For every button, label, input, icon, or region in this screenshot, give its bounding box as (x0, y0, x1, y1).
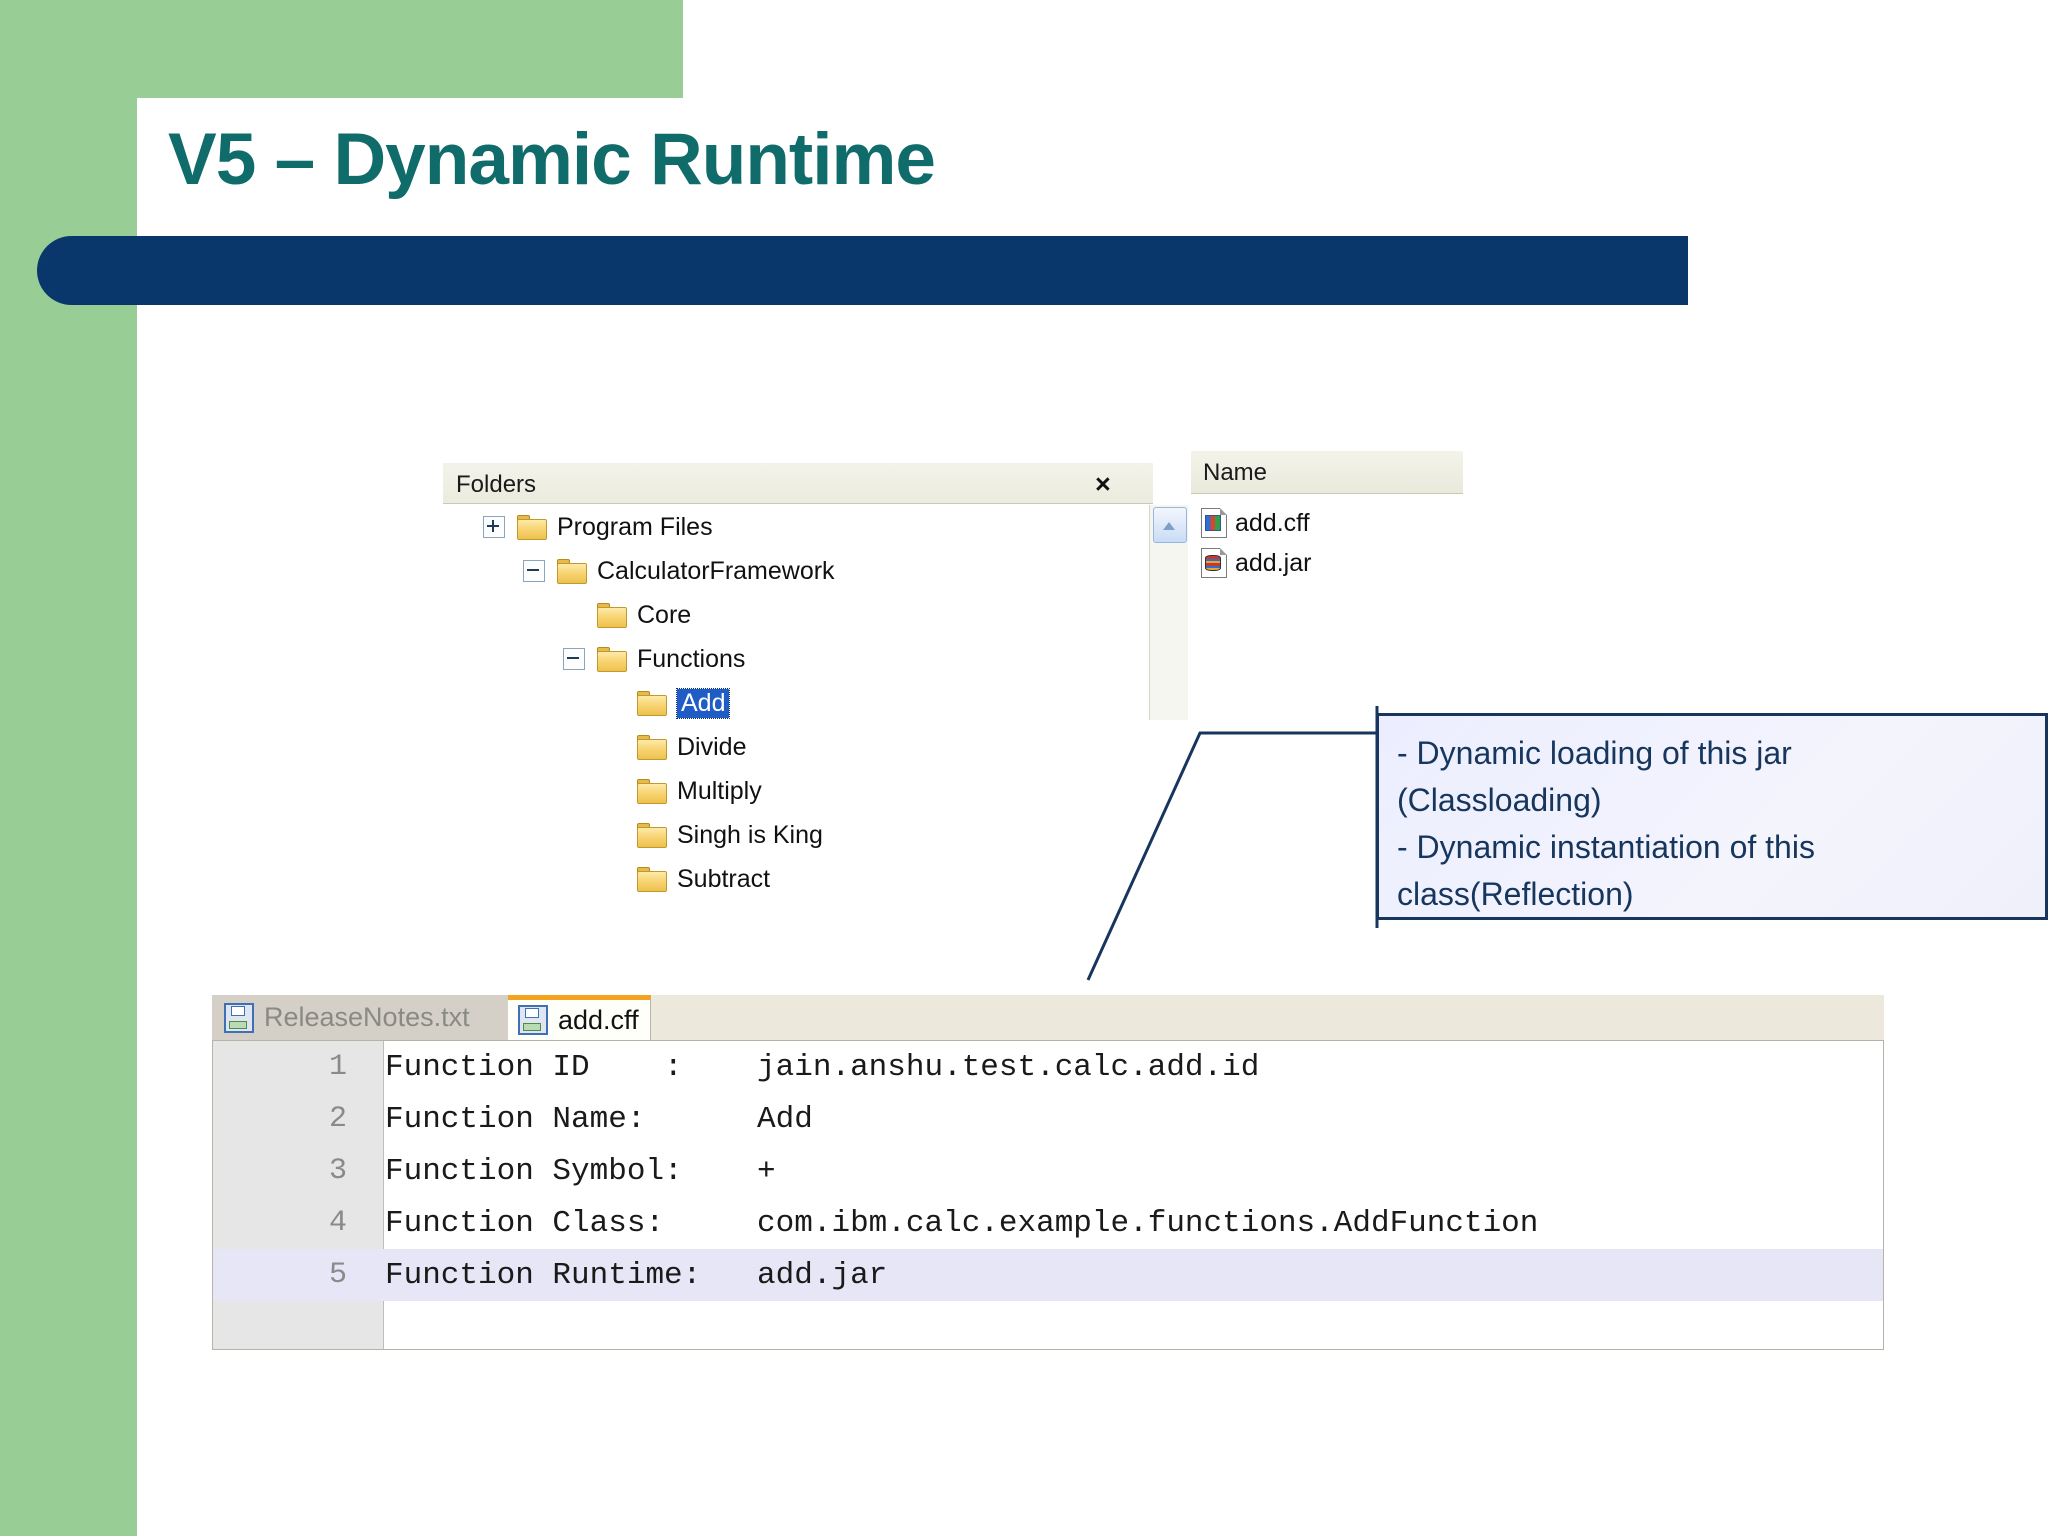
collapse-minus-icon[interactable] (523, 560, 545, 582)
tree-item-label: Functions (637, 644, 746, 673)
editor-tab-label: add.cff (558, 1004, 639, 1035)
tree-item-label: Multiply (677, 776, 762, 805)
tree-item[interactable]: Divide (443, 725, 1133, 769)
line-number: 4 (328, 1206, 347, 1240)
page-title: V5 – Dynamic Runtime (168, 119, 936, 200)
folders-pane-header: Folders (443, 463, 1153, 504)
code-text: Function Runtime: add.jar (385, 1257, 888, 1293)
tree-item[interactable]: Program Files (443, 505, 1133, 549)
tree-item-label: Add (675, 687, 731, 719)
green-left-band (0, 0, 137, 1536)
code-editor: ReleaseNotes.txt add.cff 1 Function ID : j… (212, 995, 1884, 1350)
folders-pane-title: Folders (456, 471, 537, 498)
line-number: 2 (328, 1102, 347, 1136)
callout-box: - Dynamic loading of this jar (Classloadi… (1376, 713, 2048, 920)
tree-item[interactable]: Add (443, 681, 1133, 725)
folder-icon (637, 735, 667, 760)
file-name-label: add.jar (1235, 548, 1312, 577)
file-list-item[interactable]: add.cff (1201, 503, 1463, 543)
file-list-item[interactable]: add.jar (1201, 543, 1463, 583)
save-file-icon (224, 1002, 254, 1033)
cff-file-icon (1201, 508, 1227, 538)
code-line[interactable]: 1 Function ID : jain.anshu.test.calc.add.… (213, 1041, 1883, 1093)
callout-text: - Dynamic loading of this jar (Classloadi… (1379, 716, 2045, 932)
editor-tab[interactable]: add.cff (508, 995, 651, 1040)
tree-item-label: Subtract (677, 864, 771, 893)
tree-item[interactable]: CalculatorFramework (443, 549, 1133, 593)
folder-icon (557, 559, 587, 584)
code-view[interactable]: 1 Function ID : jain.anshu.test.calc.add.… (212, 1040, 1884, 1350)
save-file-icon (518, 1005, 548, 1035)
tree-item-label: Core (637, 600, 692, 629)
editor-tab-label: ReleaseNotes.txt (264, 1002, 470, 1032)
line-number: 1 (328, 1050, 347, 1084)
code-line[interactable]: 4 Function Class: com.ibm.calc.example.fu… (213, 1197, 1883, 1249)
folder-icon (637, 691, 667, 716)
tree-item[interactable]: Functions (443, 637, 1133, 681)
code-text: Function Name: Add (385, 1101, 813, 1137)
jar-file-icon (1201, 548, 1227, 578)
folder-icon (637, 867, 667, 892)
code-lines[interactable]: 1 Function ID : jain.anshu.test.calc.add.… (213, 1041, 1883, 1301)
callout-line: - Dynamic instantiation of this (1397, 829, 1815, 865)
code-line[interactable]: 2 Function Name: Add (213, 1093, 1883, 1145)
expand-plus-icon[interactable] (483, 516, 505, 538)
code-line[interactable]: 5 Function Runtime: add.jar (213, 1249, 1883, 1301)
callout-line: (Classloading) (1397, 782, 1602, 818)
tree-item[interactable]: Subtract (443, 857, 1133, 901)
file-name-label: add.cff (1235, 508, 1310, 537)
name-column-label: Name (1203, 459, 1268, 486)
tree-item[interactable]: Multiply (443, 769, 1133, 813)
code-text: Function ID : jain.anshu.test.calc.add.i… (385, 1049, 1260, 1085)
callout-line: - Dynamic loading of this jar (1397, 735, 1792, 771)
navy-title-rule (37, 236, 1688, 305)
name-pane: Name add.cff add.jar (1191, 451, 1463, 720)
tree-item-label: Program Files (557, 512, 713, 541)
folder-icon (637, 823, 667, 848)
folder-icon (517, 515, 547, 540)
code-text: Function Class: com.ibm.calc.example.fun… (385, 1205, 1539, 1241)
editor-tab-bar[interactable]: ReleaseNotes.txt add.cff (212, 995, 1884, 1040)
tree-item-label: CalculatorFramework (597, 556, 835, 585)
folder-icon (637, 779, 667, 804)
tree-item-label: Divide (677, 732, 747, 761)
tree-item-label: Singh is King (677, 820, 823, 849)
name-column-header[interactable]: Name (1191, 451, 1463, 494)
line-number: 5 (328, 1258, 347, 1292)
line-number: 3 (328, 1154, 347, 1188)
folder-icon (597, 647, 627, 672)
code-text: Function Symbol: + (385, 1153, 776, 1189)
callout-line: class(Reflection) (1397, 876, 1634, 912)
tree-item[interactable]: Core (443, 593, 1133, 637)
scroll-up-arrow-icon[interactable] (1153, 507, 1187, 543)
file-list[interactable]: add.cff add.jar (1201, 503, 1463, 583)
folders-vertical-scrollbar[interactable] (1149, 505, 1188, 720)
code-line[interactable]: 3 Function Symbol: + (213, 1145, 1883, 1197)
green-top-block (0, 0, 683, 98)
folder-icon (597, 603, 627, 628)
close-icon[interactable]: × (1095, 469, 1111, 499)
collapse-minus-icon[interactable] (563, 648, 585, 670)
tree-item[interactable]: Singh is King (443, 813, 1133, 857)
editor-tab[interactable]: ReleaseNotes.txt (212, 995, 508, 1040)
